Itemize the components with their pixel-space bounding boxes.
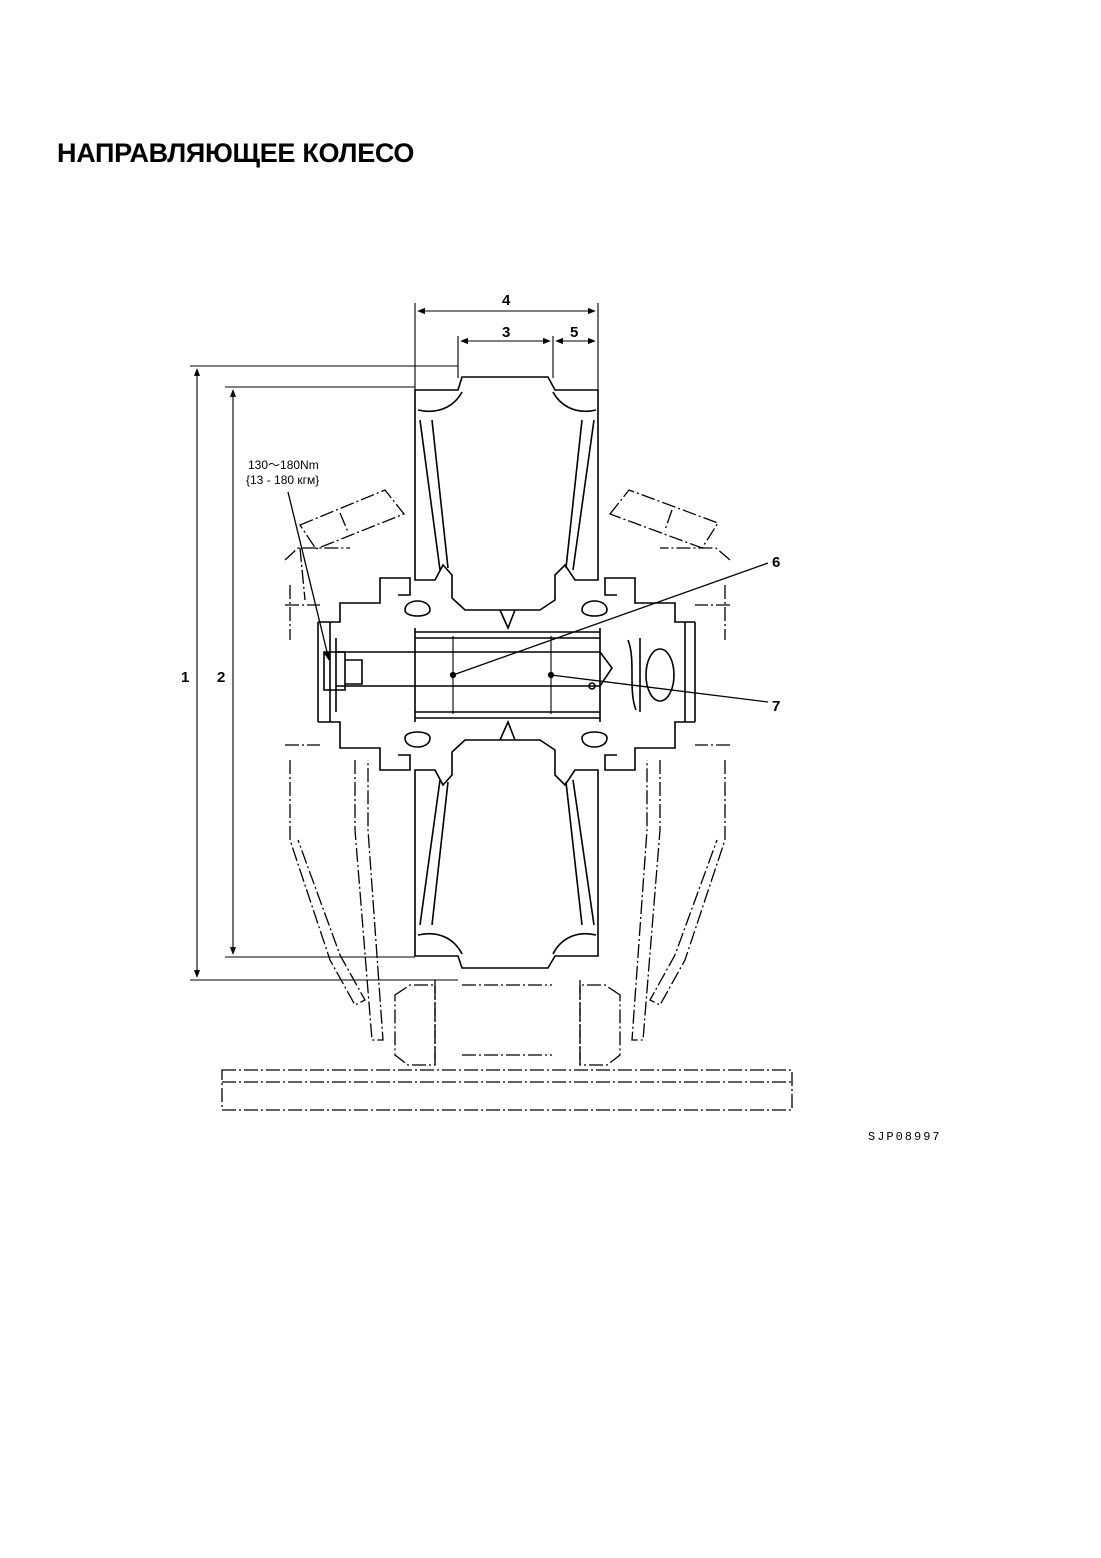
drawing-code: SJP08997: [868, 1130, 942, 1144]
track-frame-phantom: [221, 489, 793, 1111]
callout-3: 3: [502, 324, 510, 341]
idler-wheel: [404, 376, 608, 969]
idler-shaft: [317, 577, 696, 771]
callout-6: 6: [772, 554, 780, 571]
dimension-lines: [190, 303, 599, 981]
leader-lines: [287, 491, 769, 703]
callout-2: 2: [217, 669, 225, 686]
callout-5: 5: [570, 324, 578, 341]
torque-value: 130～180Nm: [248, 458, 319, 472]
page-title: НАПРАВЛЯЮЩЕЕ КОЛЕСО: [57, 138, 415, 168]
callout-7: 7: [772, 698, 780, 715]
callout-4: 4: [502, 292, 511, 309]
torque-value-kgm: {13 - 180 кгм}: [246, 473, 319, 487]
callout-1: 1: [181, 669, 189, 686]
